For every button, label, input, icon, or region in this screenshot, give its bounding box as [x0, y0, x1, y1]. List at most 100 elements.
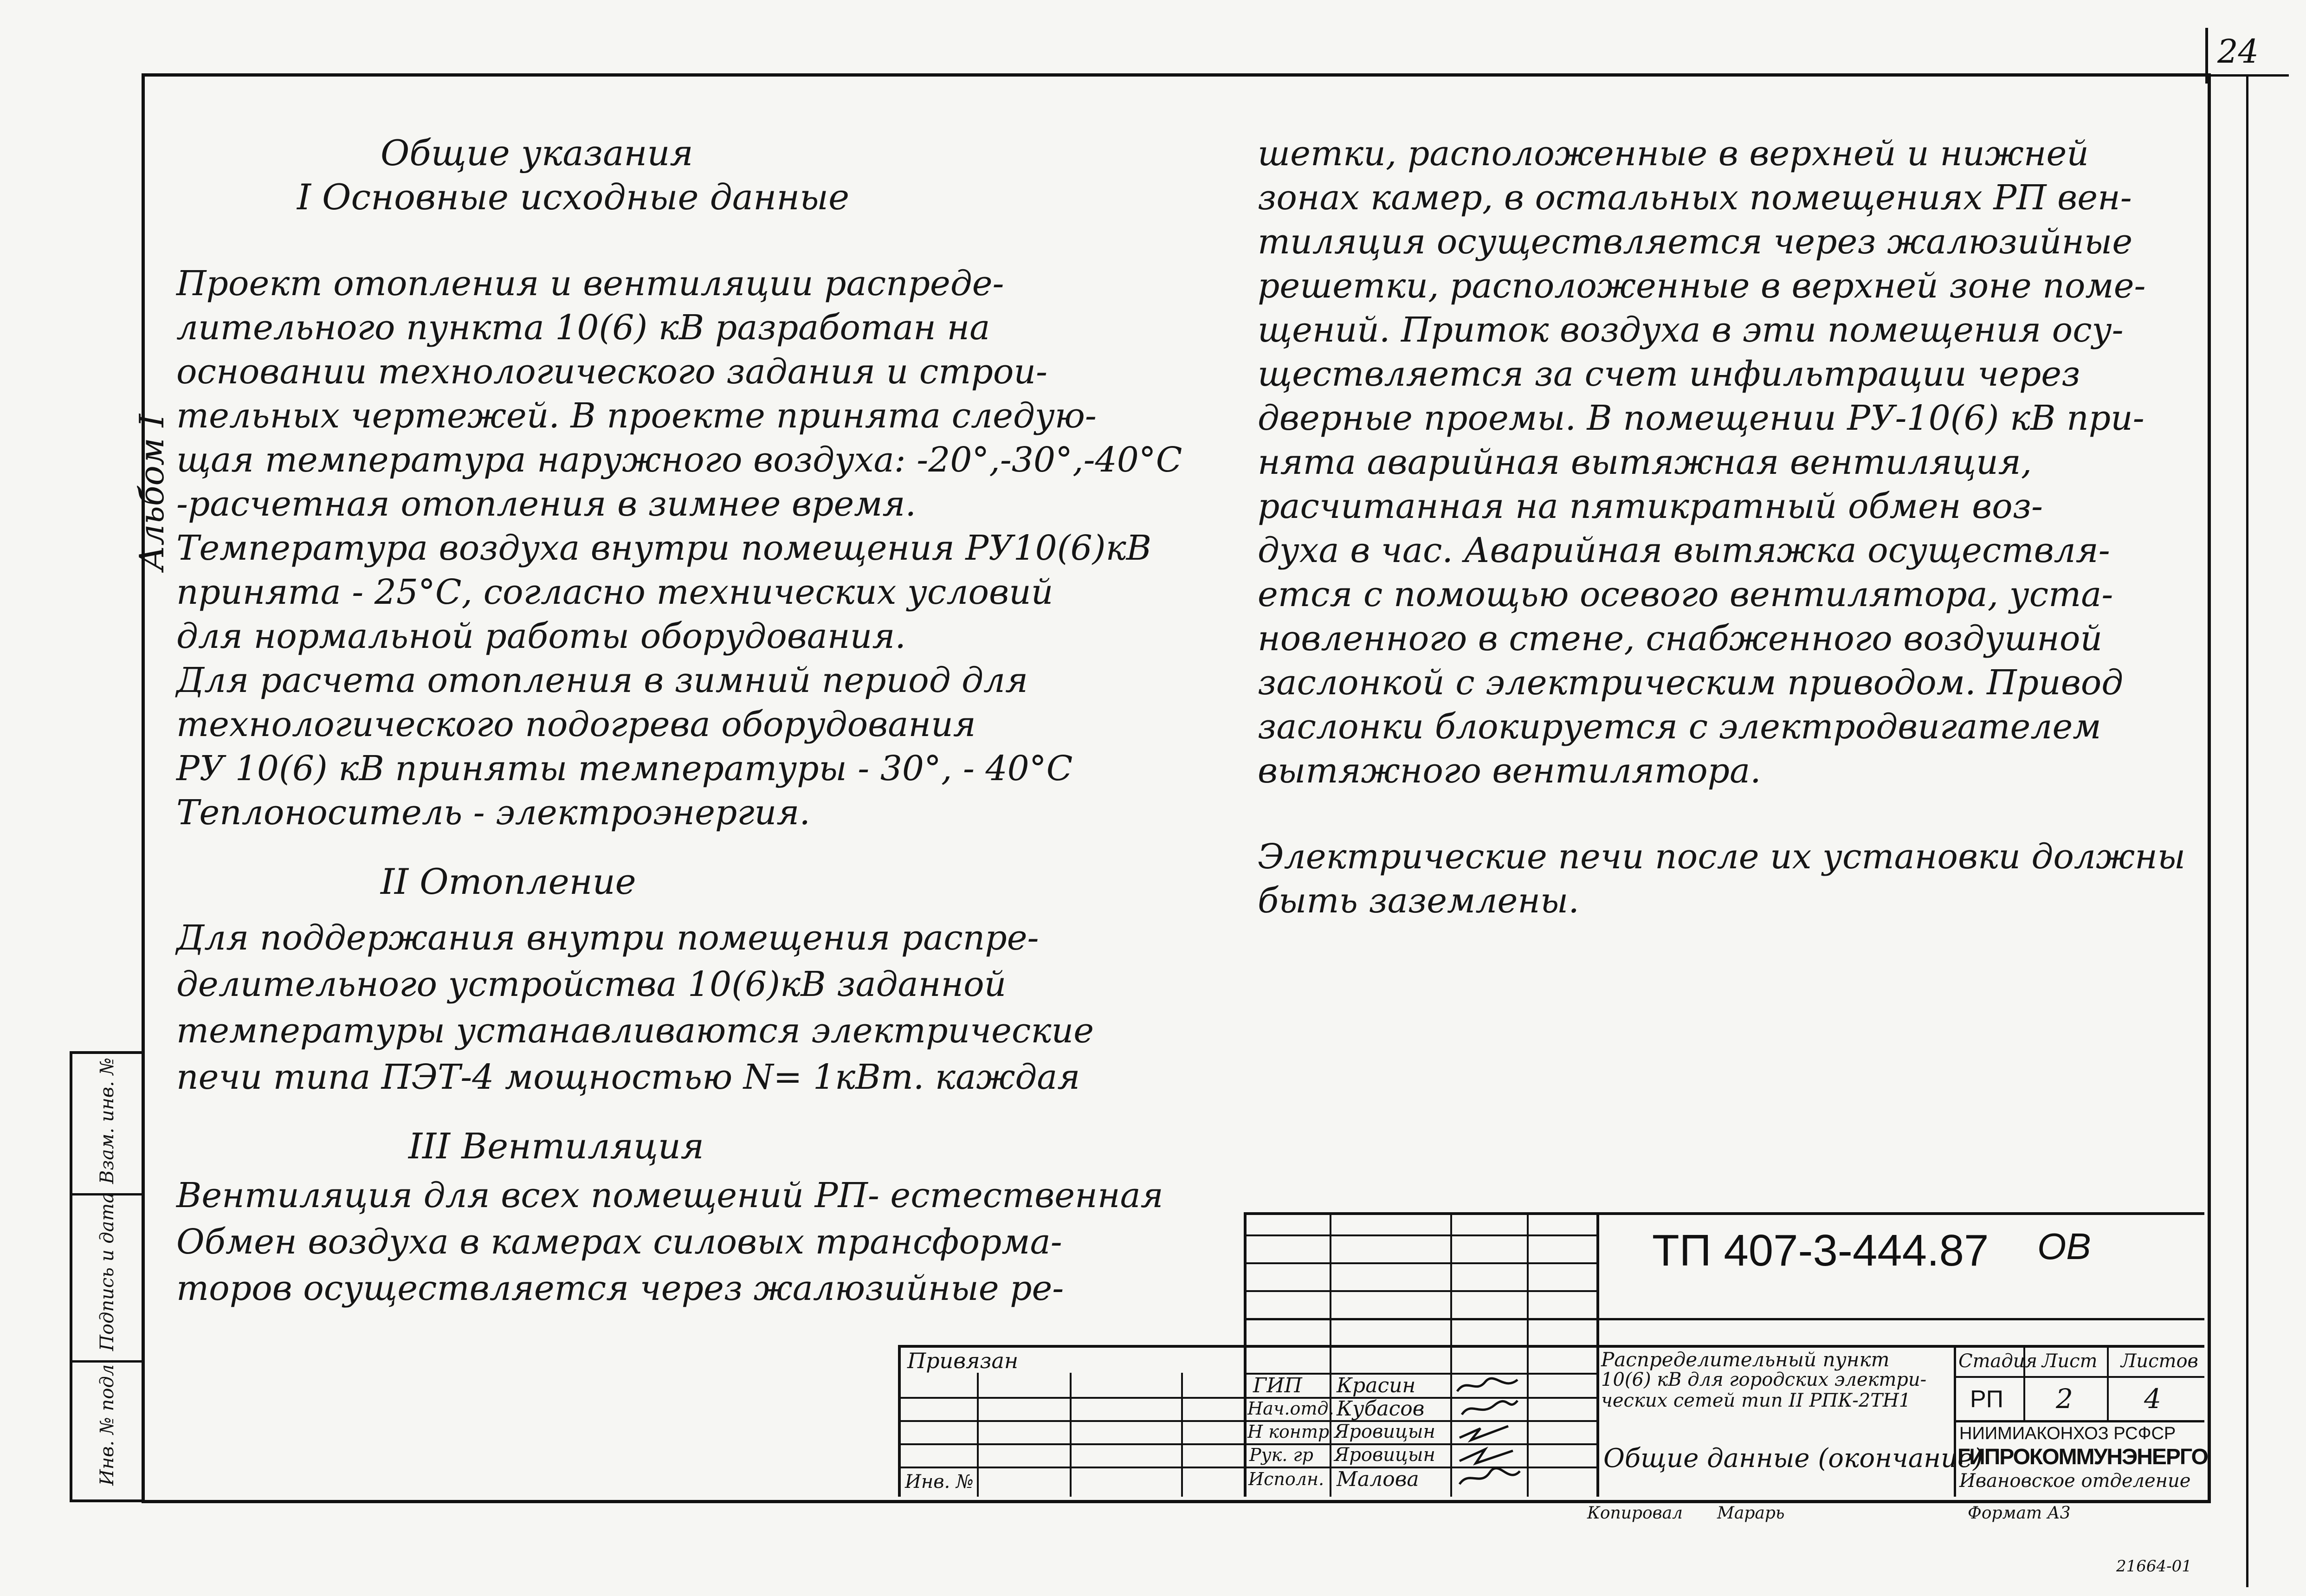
text-line: Для расчета отопления в зимний период дл… — [176, 660, 1028, 700]
section1-title: I Основные исходные данные — [297, 176, 850, 218]
tb-hline — [1954, 1376, 2204, 1378]
tb-hline — [1244, 1290, 1596, 1292]
text-line: технологического подогрева оборудования — [176, 704, 976, 744]
stage-label: Стадия — [1958, 1350, 2037, 1372]
sign-date-label: Подпись и дата — [97, 1192, 118, 1351]
inv-no-tb-label: Инв. № — [905, 1471, 974, 1493]
tb-vline — [1527, 1212, 1529, 1497]
text-line: решетки, расположенные в верхней зоне по… — [1258, 266, 2146, 306]
name-krasin: Красин — [1337, 1374, 1416, 1397]
text-line: быть заземлены. — [1258, 881, 1579, 921]
org-line-2: ГИПРОКОММУНЭНЕРГО — [1957, 1445, 2209, 1469]
text-line: Проект отопления и вентиляции распреде- — [176, 264, 1004, 304]
tb-hline — [1244, 1234, 1596, 1236]
tb-hline — [1244, 1212, 2204, 1215]
tb-hline — [898, 1420, 1596, 1422]
text-line: нята аварийная вытяжная вентиляция, — [1258, 442, 2032, 482]
tb-vline — [2023, 1345, 2025, 1420]
text-line: шетки, расположенные в верхней и нижней — [1258, 134, 2089, 174]
text-line: лительного пункта 10(6) кВ разработан на — [176, 308, 990, 348]
page-number-divider — [2205, 28, 2208, 84]
text-line: Для поддержания внутри помещения распре- — [176, 918, 1039, 958]
name-yarovitsyn-1: Яровицын — [1334, 1421, 1435, 1442]
text-line: щений. Приток воздуха в эти помещения ос… — [1258, 310, 2124, 350]
text-line: торов осуществляется через жалюзийные ре… — [176, 1268, 1064, 1308]
name-yarovitsyn-2: Яровицын — [1334, 1444, 1435, 1466]
name-malova: Малова — [1337, 1467, 1419, 1491]
text-line: зонах камер, в остальных помещениях РП в… — [1258, 178, 2132, 218]
tb-vline — [1954, 1345, 1956, 1497]
tb-vline — [898, 1345, 901, 1497]
general-title: Общие указания — [381, 132, 693, 174]
tb-vline — [1244, 1212, 1247, 1497]
page-number: 24 — [2217, 32, 2259, 71]
drawing-frame — [142, 73, 2211, 1503]
org-line-1: НИИМИАКОНХОЗ РСФСР — [1959, 1424, 2176, 1443]
text-line: ется с помощью осевого вентилятора, уста… — [1258, 575, 2113, 614]
text-line: РУ 10(6) кВ приняты температуры - 30°, -… — [176, 749, 1073, 788]
tb-hline — [898, 1467, 1596, 1468]
sheets-value: 4 — [2144, 1383, 2161, 1415]
replaces-label: Взам. инв. № — [97, 1057, 118, 1184]
album-strip: Альбом I — [65, 70, 171, 627]
text-line: температуры устанавливаются электрически… — [176, 1011, 1094, 1051]
text-line: -расчетная отопления в зимнее время. — [176, 484, 916, 524]
text-line: заслонкой с электрическим приводом. Прив… — [1258, 663, 2124, 703]
format-label: Формат А3 — [1968, 1504, 2071, 1523]
inv-no-label: Инв. № подл. — [97, 1358, 118, 1486]
text-line: заслонки блокируется с электродвигателем — [1258, 707, 2101, 747]
project-desc-line-1: Распределительный пункт — [1601, 1348, 1890, 1371]
text-line: Температура воздуха внутри помещения РУ1… — [176, 528, 1152, 568]
sheet-value: 2 — [2056, 1383, 2073, 1415]
text-line: Вентиляция для всех помещений РП- естест… — [176, 1176, 1163, 1215]
tb-vline — [1181, 1373, 1183, 1497]
tb-vline — [1070, 1373, 1072, 1497]
sheet-code: ОВ — [2037, 1226, 2091, 1267]
tb-vline — [1330, 1212, 1331, 1497]
privyazan-label: Привязан — [907, 1348, 1019, 1373]
text-line: вытяжного вентилятора. — [1258, 751, 1761, 791]
doc-code: ТП 407-3-444.87 — [1652, 1226, 1989, 1275]
text-line: принята - 25°С, согласно технических усл… — [176, 572, 1053, 612]
tb-vline — [977, 1373, 979, 1497]
tb-hline — [898, 1345, 2204, 1348]
text-line: щая температура наружного воздуха: -20°,… — [176, 440, 1182, 480]
name-kubasov: Кубасов — [1337, 1397, 1425, 1421]
text-line: дверные проемы. В помещении РУ-10(6) кВ … — [1258, 398, 2145, 438]
left-stamp-box: Взам. инв. № Подпись и дата Инв. № подл. — [70, 1051, 144, 1502]
tb-hline — [1244, 1262, 1596, 1264]
text-line: тиляция осуществляется через жалюзийные — [1258, 222, 2133, 262]
project-desc-line-3: ческих сетей тип II РПК-2ТН1 — [1601, 1390, 1911, 1411]
sheets-label: Листов — [2121, 1350, 2198, 1372]
text-line: Электрические печи после их установки до… — [1258, 837, 2186, 877]
tb-vline — [1450, 1212, 1452, 1497]
section3-title: III Вентиляция — [408, 1125, 704, 1167]
signature-scribbles — [1456, 1377, 1521, 1485]
text-line: Обмен воздуха в камерах силовых трансфор… — [176, 1222, 1062, 1262]
text-line: печи типа ПЭТ-4 мощностью N= 1кВт. кажда… — [176, 1057, 1080, 1097]
sheet-label: Лист — [2042, 1350, 2098, 1372]
role-gip: ГИП — [1253, 1374, 1302, 1397]
right-edge-line — [2246, 74, 2248, 1587]
sheet-title: Общие данные (окончание) — [1603, 1443, 1983, 1473]
text-line: делительного устройства 10(6)кВ заданной — [176, 964, 1007, 1004]
copied-label: Копировал — [1587, 1504, 1683, 1523]
text-line: расчитанная на пятикратный обмен воз- — [1258, 486, 2043, 526]
role-n-kontr: Н контр — [1247, 1422, 1330, 1442]
project-desc-line-2: 10(6) кВ для городских электри- — [1601, 1369, 1927, 1390]
tb-vline — [1596, 1212, 1599, 1497]
tb-hline — [898, 1397, 1596, 1399]
sign-date-cell: Подпись и дата — [72, 1192, 144, 1363]
role-nach-otd: Нач.отд. — [1247, 1398, 1334, 1419]
tb-hline — [1244, 1318, 2204, 1320]
tb-hline — [1244, 1373, 1596, 1375]
order-number: 21664-01 — [2116, 1557, 2192, 1576]
text-line: тельных чертежей. В проекте принята след… — [176, 396, 1097, 436]
role-ruk-gr: Рук. гр — [1249, 1445, 1313, 1465]
text-line: ществляется за счет инфильтрации через — [1258, 354, 2080, 394]
text-line: Теплоноситель - электроэнергия. — [176, 793, 810, 833]
text-line: духа в час. Аварийная вытяжка осуществля… — [1258, 530, 2110, 570]
tb-vline — [2107, 1345, 2109, 1420]
stage-value: РП — [1970, 1386, 2004, 1413]
